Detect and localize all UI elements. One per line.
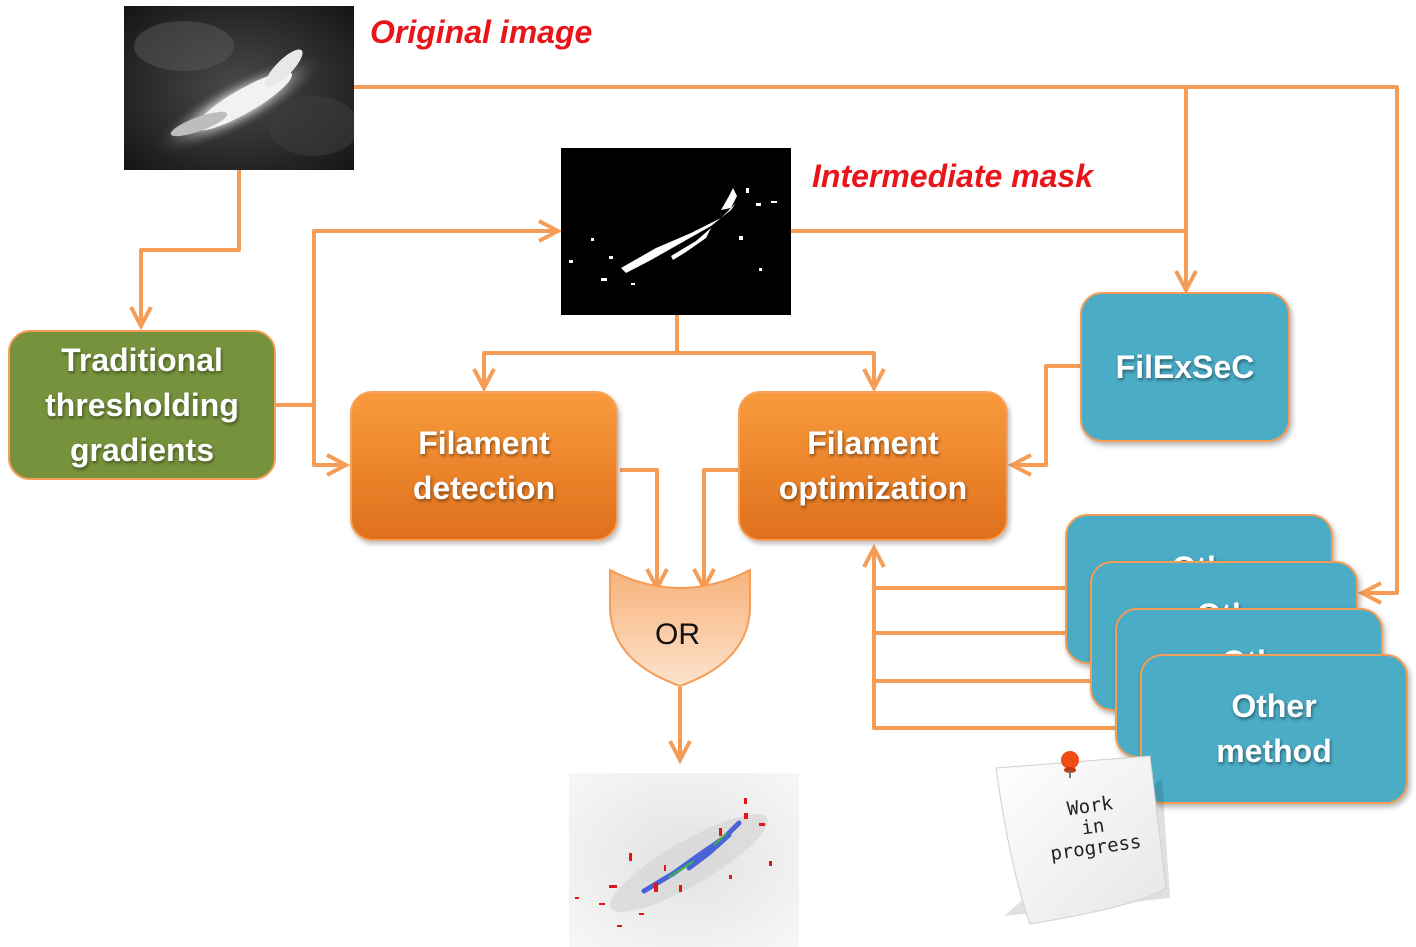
other-method-node: Other method bbox=[1140, 654, 1408, 804]
or-gate-label: OR bbox=[655, 618, 700, 651]
traditional-line-3: gradients bbox=[69, 431, 214, 468]
arrow-original-to-other-methods bbox=[354, 85, 1399, 593]
arrow-filexsec-to-optimization bbox=[1012, 364, 1082, 465]
arrow-traditional-to-mask bbox=[276, 231, 558, 407]
arrow-traditional-to-detection bbox=[312, 405, 346, 465]
arrow-others-to-optimization bbox=[874, 548, 1139, 730]
arrow-original-to-traditional bbox=[141, 170, 241, 326]
arrow-mask-to-optimization bbox=[677, 351, 874, 388]
arrow-mask-to-detection bbox=[484, 315, 679, 388]
optimization-line-1: Filament bbox=[807, 425, 939, 461]
filament-detection-node: Filament detection bbox=[350, 391, 618, 541]
sticky-note: Work in progress bbox=[990, 748, 1180, 928]
filexsec-label: FilExSeC bbox=[1115, 348, 1255, 385]
or-gate-shape bbox=[609, 568, 751, 688]
intermediate-mask-label: Intermediate mask bbox=[812, 158, 1094, 194]
intermediate-mask-image bbox=[561, 148, 791, 315]
detection-line-1: Filament bbox=[418, 425, 550, 461]
filexsec-node: FilExSeC bbox=[1080, 292, 1290, 442]
result-image bbox=[569, 773, 799, 947]
filament-optimization-node: Filament optimization bbox=[738, 391, 1008, 541]
arrow-optimization-to-or bbox=[704, 468, 738, 588]
detection-line-2: detection bbox=[412, 470, 556, 506]
original-image-label: Original image bbox=[370, 14, 593, 50]
other-method-line-2: method bbox=[1216, 733, 1332, 769]
traditional-line-1: Traditional bbox=[61, 341, 223, 378]
original-image bbox=[124, 6, 354, 170]
optimization-line-2: optimization bbox=[778, 470, 968, 506]
arrow-detection-to-or bbox=[620, 468, 657, 588]
traditional-line-2: thresholding bbox=[45, 386, 239, 423]
traditional-thresholding-node: Traditional thresholding gradients bbox=[8, 330, 276, 480]
other-method-line-1: Other bbox=[1231, 688, 1317, 724]
